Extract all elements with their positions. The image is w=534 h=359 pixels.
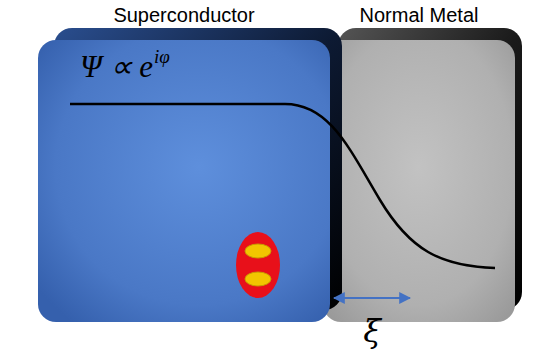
block-heading: Normal Metal <box>323 4 515 27</box>
cooper-pair <box>236 232 280 298</box>
length-arrow <box>334 297 410 299</box>
formula-base: Ψ ∝ e <box>80 49 153 84</box>
superconductor-block-face <box>38 40 330 322</box>
metal-block-face <box>323 40 515 322</box>
order-parameter-curve <box>70 104 495 268</box>
length-label: ξ <box>363 312 381 350</box>
formula-exponent: iφ <box>154 46 170 67</box>
wavefunction-formula: Ψ ∝ eiφ <box>80 48 170 85</box>
metal-block: Normal Metal <box>323 0 515 322</box>
superconductor-block: Superconductor Ψ ∝ eiφ <box>38 0 330 322</box>
block-heading: Superconductor <box>38 4 330 27</box>
electron <box>245 272 271 286</box>
electron <box>245 244 271 258</box>
